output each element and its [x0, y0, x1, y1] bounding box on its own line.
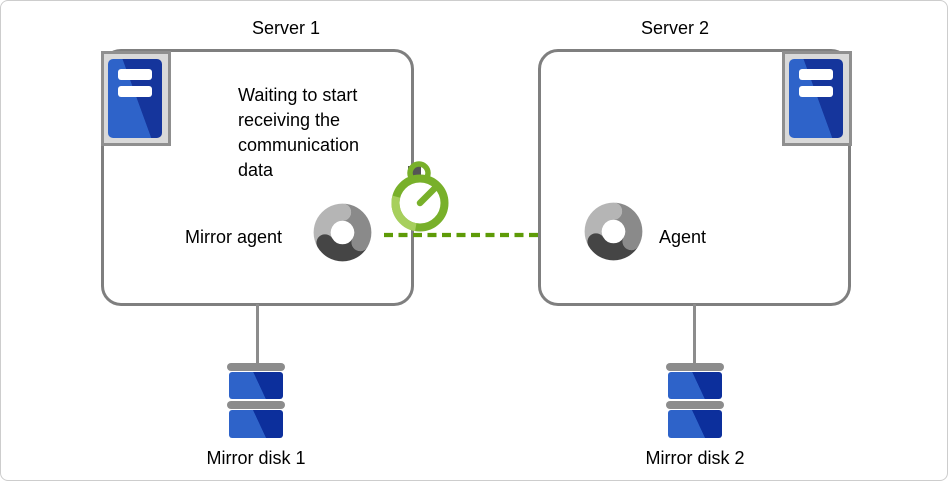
server-icon-body: [108, 59, 162, 138]
disk-platter: [229, 372, 283, 399]
server1-status-text: Waiting to start receiving the communica…: [238, 85, 360, 180]
server-icon-slot: [799, 86, 833, 97]
disk-cap: [666, 401, 724, 409]
donut-segment-light: [584, 202, 623, 246]
server-icon-slot: [799, 69, 833, 80]
server-icon-body: [789, 59, 843, 138]
server-icon-slot: [118, 69, 152, 80]
donut-segment-light: [313, 203, 352, 247]
agent-icon: [584, 202, 643, 261]
mirror-disk1-label: Mirror disk 1: [206, 448, 306, 468]
disk-platter: [668, 372, 722, 399]
server2-title: Server 2: [640, 18, 710, 38]
mirror-agent-icon: [313, 203, 372, 262]
server1-title: Server 1: [251, 18, 321, 38]
disk-cap: [666, 363, 724, 371]
donut-segment-mid: [342, 203, 372, 252]
disk-platter: [229, 410, 283, 438]
disk-platter: [668, 410, 722, 438]
mirror-disk2-label: Mirror disk 2: [645, 448, 745, 468]
mirror-agent-label: Mirror agent: [184, 227, 282, 247]
disk-cap: [227, 401, 285, 409]
server2-icon: [782, 51, 852, 146]
server1-icon: [101, 51, 171, 146]
stopwatch-hand: [416, 185, 438, 207]
disk-cap: [227, 363, 285, 371]
disk-connector-line: [693, 304, 696, 364]
donut-segment-dark: [316, 234, 368, 262]
donut-segment-dark: [587, 233, 639, 261]
agent-label: Agent: [659, 227, 707, 247]
stopwatch-ring-highlight: [391, 195, 417, 232]
stopwatch-icon: [391, 161, 449, 232]
donut-segment-mid: [613, 202, 643, 251]
mirror-disk1-icon: [227, 363, 285, 438]
disk-connector-line: [256, 304, 259, 364]
server-icon-slot: [118, 86, 152, 97]
mirror-disk2-icon: [666, 363, 724, 438]
